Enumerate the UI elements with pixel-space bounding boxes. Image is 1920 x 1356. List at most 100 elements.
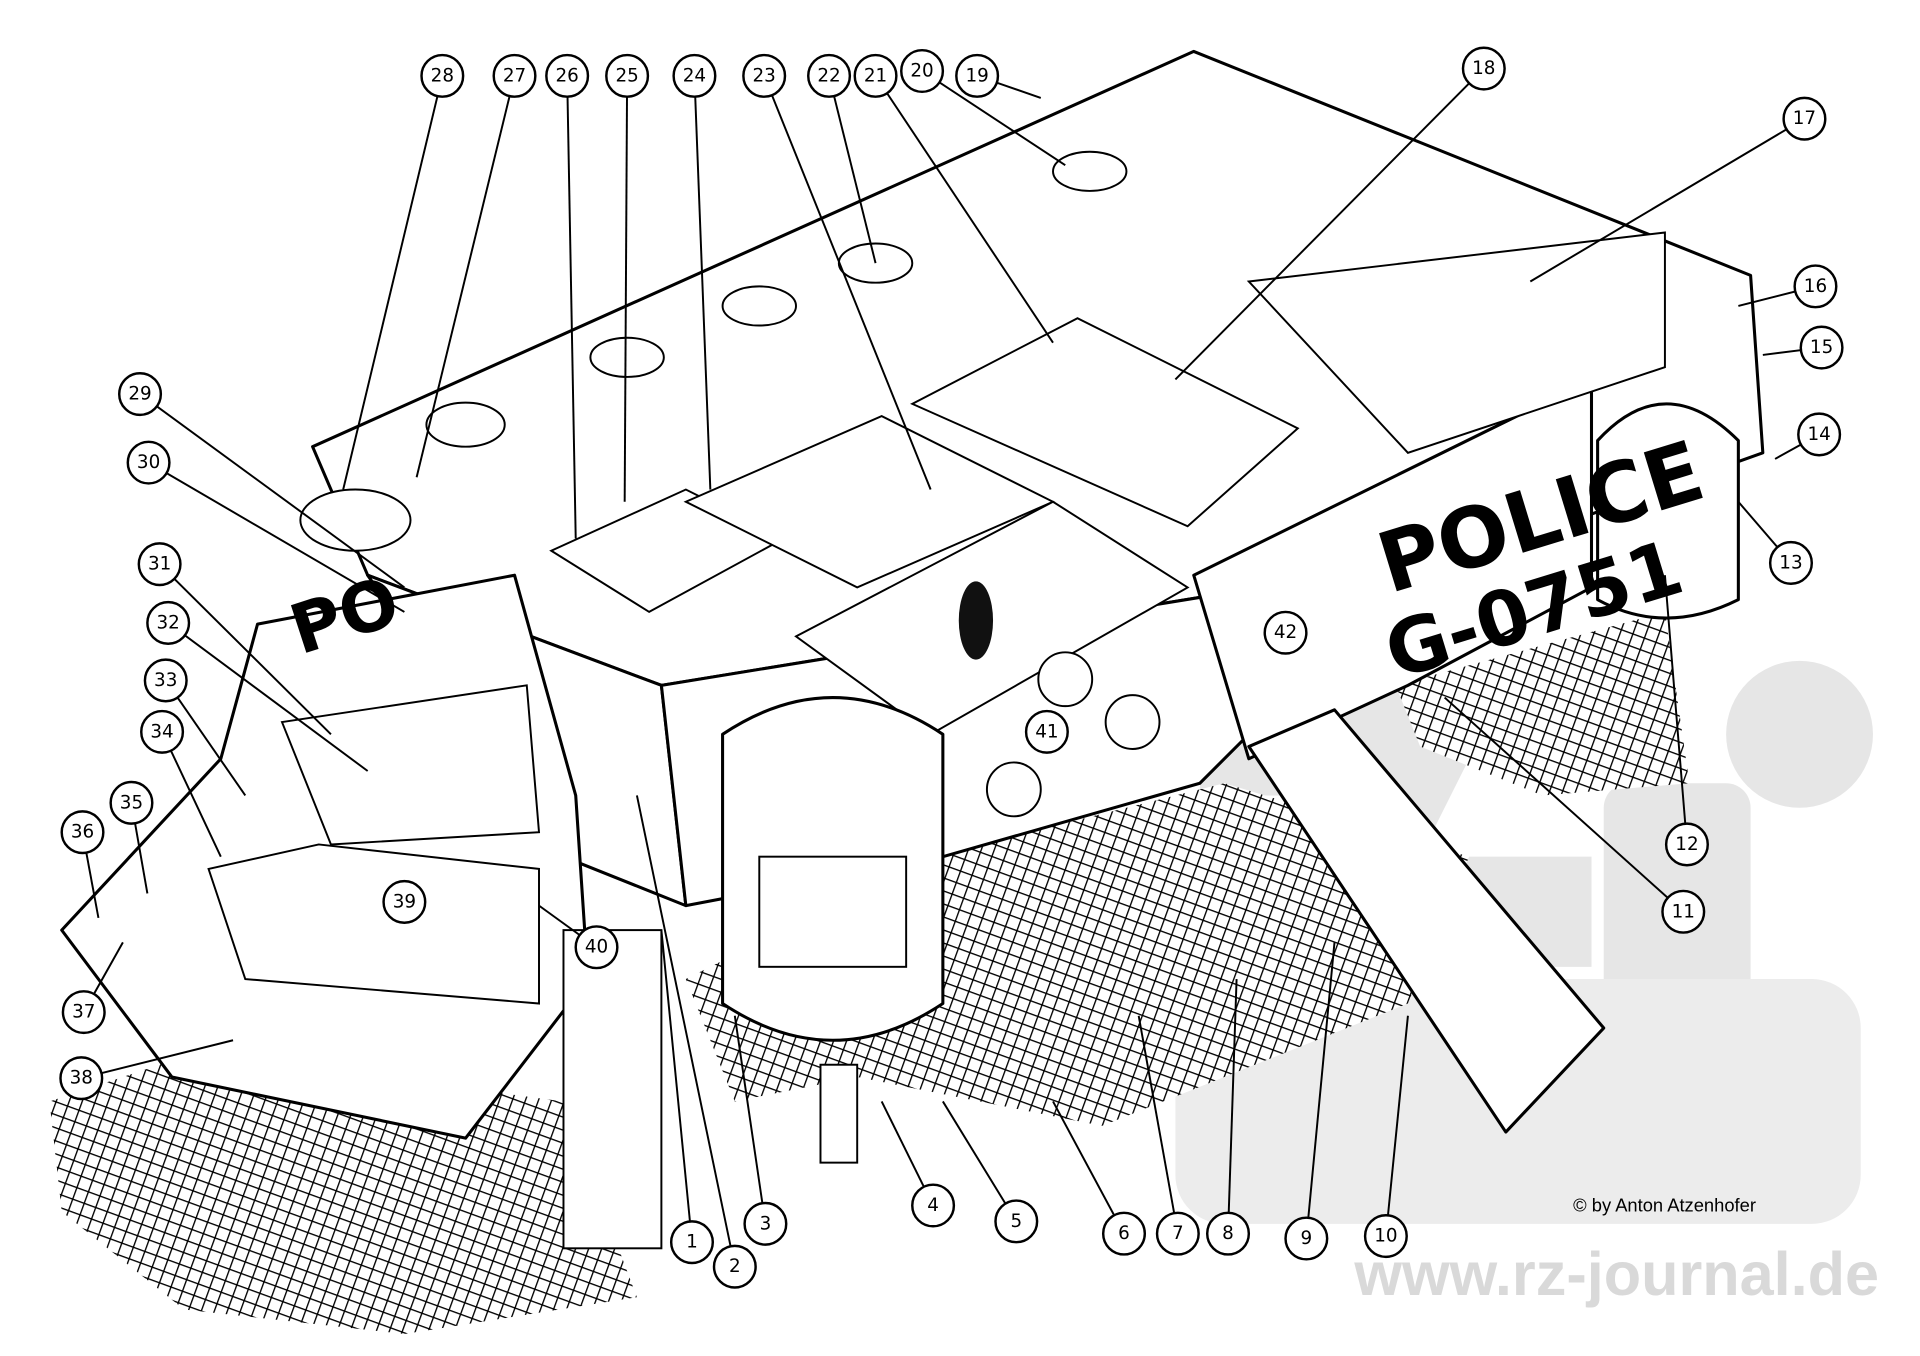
callout-number: 9 <box>1301 1228 1313 1249</box>
leader-line <box>623 75 629 502</box>
callout-circle <box>742 53 787 98</box>
callout-number: 18 <box>1472 58 1495 79</box>
leader-line <box>660 930 693 1243</box>
callout-10: 10 <box>1363 1214 1408 1259</box>
leader-line <box>415 75 516 478</box>
callout-circle <box>1101 1211 1147 1256</box>
callout-number: 14 <box>1807 424 1830 445</box>
callout-37: 37 <box>61 990 106 1035</box>
callout-circle <box>143 658 188 703</box>
callout-circle <box>955 53 1000 98</box>
callout-circle <box>1793 264 1838 309</box>
callout-23: 23 <box>742 53 787 98</box>
callout-circle <box>1024 709 1069 754</box>
callout-circle <box>1661 889 1706 934</box>
leader-line <box>1227 979 1238 1234</box>
leader-line <box>828 75 877 264</box>
callout-number: 41 <box>1035 721 1058 742</box>
callout-circle <box>1797 412 1842 457</box>
callout-24: 24 <box>672 53 717 98</box>
callout-13: 13 <box>1768 540 1814 585</box>
callout-circle <box>574 925 619 970</box>
callout-circle <box>137 542 182 587</box>
callout-number: 22 <box>817 65 840 86</box>
callout-number: 1 <box>686 1232 698 1253</box>
callout-number: 6 <box>1118 1223 1130 1244</box>
leader-line <box>164 679 247 797</box>
callout-19: 19 <box>955 53 1000 98</box>
leader-line <box>635 795 736 1267</box>
callout-circle <box>1155 1211 1200 1256</box>
callout-28: 28 <box>420 53 465 98</box>
callout-number: 16 <box>1804 276 1827 297</box>
callout-circle <box>109 780 154 825</box>
leader-line <box>158 563 332 735</box>
leader-line <box>81 1039 234 1080</box>
callout-41: 41 <box>1024 709 1069 754</box>
callout-22: 22 <box>807 53 852 98</box>
leader-line <box>874 75 1054 344</box>
callout-circle <box>1782 96 1827 141</box>
callout-18: 18 <box>1461 46 1506 91</box>
leader-line <box>1663 575 1688 845</box>
watermark-text: www.rz-journal.de <box>1353 1240 1879 1308</box>
callout-circle <box>1205 1211 1251 1256</box>
callout-circle <box>605 53 650 98</box>
callout-number: 36 <box>71 822 94 843</box>
callout-15: 15 <box>1799 325 1844 370</box>
leader-line <box>942 1100 1018 1222</box>
callout-circle <box>1768 540 1814 585</box>
callout-circle <box>807 53 852 98</box>
callout-number: 30 <box>137 452 160 473</box>
leader-line <box>1529 117 1805 283</box>
callout-number: 19 <box>965 65 988 86</box>
callout-number: 4 <box>927 1195 939 1216</box>
callout-39: 39 <box>382 879 427 924</box>
callout-circle <box>1284 1216 1329 1261</box>
callout-circle <box>140 709 185 754</box>
callout-circle <box>59 1056 104 1101</box>
callout-circle <box>911 1183 956 1228</box>
callout-number: 35 <box>120 792 143 813</box>
callout-number: 24 <box>683 65 706 86</box>
callout-8: 8 <box>1205 1211 1251 1256</box>
callout-36: 36 <box>60 810 105 855</box>
callout-2: 2 <box>712 1244 757 1289</box>
callout-29: 29 <box>118 372 163 417</box>
callout-9: 9 <box>1284 1216 1329 1261</box>
callout-11: 11 <box>1661 889 1706 934</box>
callout-number: 34 <box>150 721 173 742</box>
callout-number: 31 <box>148 554 171 575</box>
callout-number: 20 <box>910 60 933 81</box>
callout-circle <box>420 53 465 98</box>
leader-line <box>1137 1015 1179 1234</box>
callout-number: 7 <box>1172 1223 1184 1244</box>
leader-line <box>693 75 712 490</box>
callout-circle <box>60 810 105 855</box>
callout-circle <box>126 440 171 485</box>
callout-number: 21 <box>864 65 887 86</box>
callout-circle <box>545 53 590 98</box>
callout-number: 25 <box>615 65 638 86</box>
callout-circle <box>146 600 191 645</box>
callout-number: 13 <box>1779 552 1802 573</box>
callout-number: 32 <box>157 612 180 633</box>
callout-circle <box>1461 46 1506 91</box>
callout-number: 26 <box>555 65 578 86</box>
callout-number: 5 <box>1010 1211 1022 1232</box>
callout-circle <box>61 990 106 1035</box>
callout-circle <box>1664 822 1709 867</box>
callout-25: 25 <box>605 53 650 98</box>
copyright-text: © by Anton Atzenhofer <box>1573 1195 1756 1216</box>
callout-number: 8 <box>1222 1223 1234 1244</box>
callout-circle <box>900 48 945 94</box>
callout-number: 33 <box>154 670 177 691</box>
callout-number: 12 <box>1675 834 1698 855</box>
callout-5: 5 <box>994 1199 1039 1244</box>
leader-line <box>763 75 932 490</box>
callout-number: 11 <box>1672 901 1695 922</box>
callout-number: 3 <box>760 1213 772 1234</box>
callout-33: 33 <box>143 658 188 703</box>
